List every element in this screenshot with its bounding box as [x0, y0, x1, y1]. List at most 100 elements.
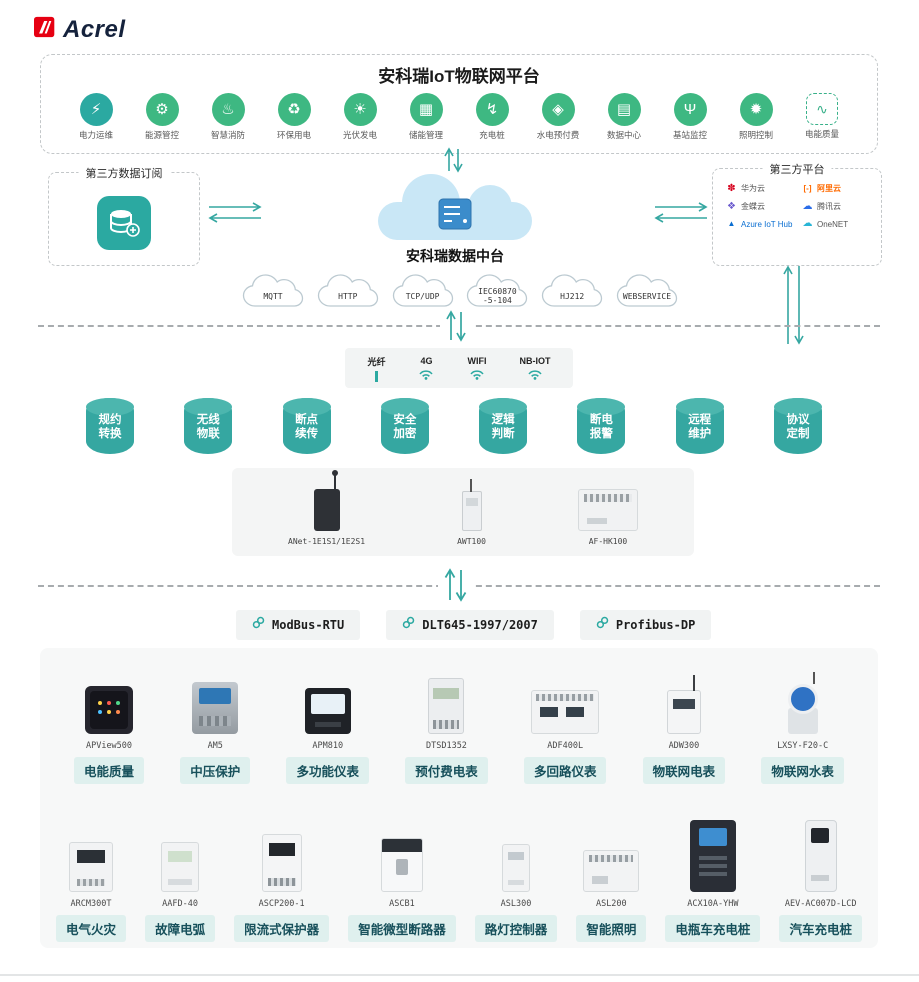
protocol-name: TCP/UDP [405, 291, 440, 301]
product-item: APView500 电能质量 [74, 672, 145, 784]
protocol-cloud: WEBSERVICE [614, 272, 680, 312]
application-item: ⚡ 电力运维 [65, 93, 127, 141]
capability-text: 转换 [98, 428, 122, 440]
capability-text: 协议 [786, 414, 810, 426]
network-item: 光纤 [367, 355, 386, 382]
protocol-chip: DLT645-1997/2007 [386, 610, 554, 640]
protocol-chip: ModBus-RTU [236, 610, 361, 640]
capability-text: 判断 [491, 428, 515, 440]
device-image [787, 672, 818, 734]
device-image [161, 842, 200, 892]
cloud-platform-item: ✽ 华为云 [725, 183, 797, 194]
product-item: LXSY-F20-C 物联网水表 [761, 672, 844, 784]
device-image-area [69, 818, 113, 892]
platform-logo-icon: ▲ [727, 219, 736, 228]
third-party-platform-box: 第三方平台 ✽ 华为云 [-] 阿里云 ❖ 金蝶云 ☁ [712, 161, 882, 266]
capability-cylinder: 断点 续传 [282, 398, 331, 454]
application-item: ↯ 充电桩 [461, 93, 523, 141]
device-image [804, 820, 837, 892]
application-item: ☀ 光伏发电 [329, 93, 391, 141]
link-icon [252, 616, 265, 634]
device-model: ASCB1 [389, 899, 415, 909]
brand-name: Acrel [63, 15, 126, 43]
platform-name: 金蝶云 [741, 202, 765, 211]
vertical-flow-arrows-icon [780, 262, 808, 353]
device-category-chip: 电气火灾 [56, 915, 127, 942]
capability-text: 物联 [196, 428, 220, 440]
application-label: 储能管理 [408, 130, 443, 140]
gateway-item: ANet-1E1S1/1E2S1 [288, 470, 366, 546]
protocol-name: HTTP [338, 291, 358, 301]
protocol-name: HJ212 [560, 291, 585, 301]
network-item: NB-IOT [519, 356, 550, 380]
device-category-chip: 路灯控制器 [474, 915, 558, 942]
capability-text: 安全 [393, 414, 417, 426]
application-item: ◈ 水电预付费 [527, 93, 589, 141]
application-icon: ✹ [739, 93, 773, 126]
gateway-model: AF-HK100 [588, 537, 628, 546]
application-label: 充电桩 [479, 130, 505, 140]
device-model: DTSD1352 [425, 741, 467, 751]
application-layer-box: 安科瑞IoT物联网平台 ⚡ 电力运维 ⚙ 能源管控 ♨ 智慧消防 [40, 54, 878, 154]
device-model: APM810 [312, 741, 344, 751]
network-label: WIFI [467, 356, 487, 366]
application-item: ▤ 数据中心 [593, 93, 655, 141]
device-category-chip: 电瓶车充电桩 [665, 915, 761, 942]
capability-cylinder: 逻辑 判断 [479, 398, 528, 454]
protocol-cloud: IEC60870-5-104 [464, 272, 530, 312]
gateway-devices-box: ANet-1E1S1/1E2S1 AWT100 AF-HK100 [232, 468, 694, 556]
transport-protocols-row: MQTT HTTP TCP/UDP IEC60870-5-104 HJ212 [240, 272, 680, 312]
gateway-item: AWT100 [457, 479, 486, 546]
device-category-chip: 预付费电表 [405, 757, 488, 784]
capability-cylinder: 协议 定制 [773, 398, 822, 454]
left-right-arrows-icon [206, 200, 264, 231]
application-item: ▦ 储能管理 [395, 93, 457, 141]
device-image-area [380, 818, 423, 892]
device-model: AEV-AC007D-LCD [784, 899, 857, 909]
device-image [69, 842, 113, 892]
product-item: AM5 中压保护 [180, 672, 251, 784]
product-item: ACX10A-YHW 电瓶车充电桩 [665, 818, 761, 942]
application-icon: ◈ [541, 93, 575, 126]
field-protocols-row: ModBus-RTU DLT645-1997/2007 Profibus-DP [236, 610, 712, 640]
device-model: ASL200 [595, 899, 627, 909]
signal-icon [469, 368, 485, 380]
application-item: Ψ 基站监控 [659, 93, 721, 141]
cloud-platform-item: ❖ 金蝶云 [725, 201, 797, 212]
signal-icon [527, 368, 543, 380]
application-icon: ⚙ [145, 93, 179, 126]
device-row-1: APView500 电能质量 AM5 中压保护 APM810 多功能仪表 [40, 672, 878, 784]
device-image [192, 682, 239, 734]
third-party-subscription-box: 第三方数据订阅 [48, 165, 200, 266]
application-label: 数据中心 [606, 130, 641, 140]
cloud-platform-item: ▲ Azure IoT Hub [725, 219, 797, 229]
device-category-chip: 电能质量 [74, 757, 145, 784]
product-item: ASCB1 智能微型断路器 [348, 818, 456, 942]
cloud-platform-item: ☁ OneNET [801, 219, 873, 229]
protocol-cloud: HJ212 [539, 272, 605, 312]
data-hub-cloud [378, 174, 532, 240]
device-image-area [192, 672, 239, 734]
device-category-chip: 智能微型断路器 [348, 915, 456, 942]
application-item: ✹ 照明控制 [725, 93, 787, 141]
platform-logo-icon: ✽ [727, 183, 736, 194]
platform-name: 腾讯云 [817, 202, 841, 211]
product-item: ARCM300T 电气火灾 [56, 818, 127, 942]
platform-logo-icon: ☁ [802, 201, 813, 212]
platform-name: 阿里云 [817, 184, 841, 193]
capability-text: 加密 [393, 428, 417, 440]
application-label: 水电预付费 [536, 130, 580, 140]
up-down-arrows-icon [438, 566, 472, 609]
product-item: ADF400L 多回路仪表 [523, 672, 607, 784]
cloud-platforms-grid: ✽ 华为云 [-] 阿里云 ❖ 金蝶云 ☁ 腾讯云 [713, 169, 881, 235]
device-category-chip: 多功能仪表 [286, 757, 369, 784]
application-icon: ☀ [343, 93, 377, 126]
application-label: 智慧消防 [210, 130, 245, 140]
up-down-arrows-icon [442, 147, 466, 178]
device-image [380, 838, 423, 892]
application-label: 能源管控 [144, 130, 179, 140]
gateway-model: ANet-1E1S1/1E2S1 [288, 537, 366, 546]
capability-text: 逻辑 [491, 414, 515, 426]
data-hub-label: 安科瑞数据中台 [406, 248, 504, 264]
